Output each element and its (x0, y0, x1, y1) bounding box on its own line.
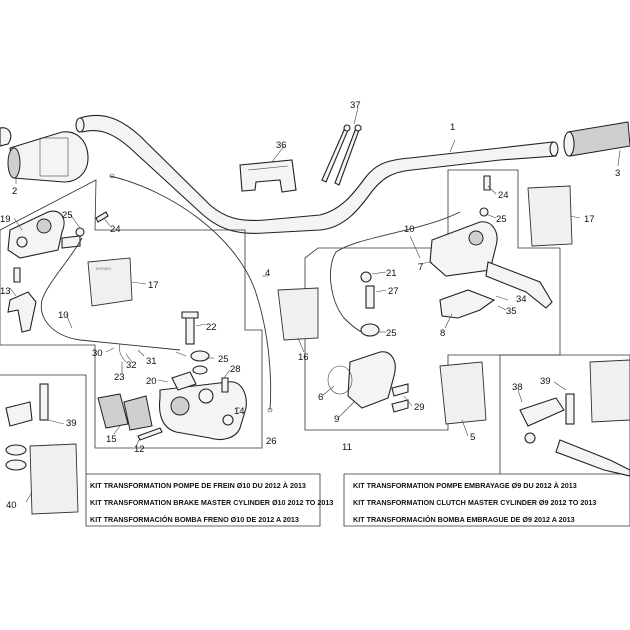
throttle-housing (0, 127, 89, 183)
brake-kit-line-en: KIT TRANSFORMATION BRAKE MASTER CYLINDER… (90, 498, 333, 507)
caliper-fittings (119, 311, 229, 393)
callout-29: 29 (414, 402, 425, 413)
callout-25-hose: 25 (386, 328, 397, 339)
callout-1: 1 (450, 122, 455, 133)
callout-28: 28 (230, 364, 241, 375)
callout-30: 30 (92, 348, 103, 359)
callout-9: 9 (334, 414, 339, 425)
clutch-kit-line-en: KIT TRANSFORMATION CLUTCH MASTER CYLINDE… (353, 498, 596, 507)
callout-13: 13 (0, 286, 11, 297)
callout-15: 15 (106, 434, 117, 445)
brake-master-cylinder (7, 210, 81, 259)
callout-14: 14 (234, 406, 245, 417)
brake-kit-line-es: KIT TRANSFORMACIÓN BOMBA FRENO Ø10 DE 20… (90, 515, 299, 524)
callout-34: 34 (516, 294, 527, 305)
callout-17-right: 17 (584, 214, 595, 225)
clutch-cable (109, 175, 272, 411)
callout-7: 7 (418, 262, 423, 273)
clutch-lever (439, 289, 496, 319)
callout-10-right: 10 (404, 224, 415, 235)
callout-24-left: 24 (110, 224, 121, 235)
brake-kit-line-fr: KIT TRANSFORMATION POMPE DE FREIN Ø10 DU… (90, 481, 306, 490)
callout-39-left: 39 (66, 418, 77, 429)
callout-25-left: 25 (62, 210, 73, 221)
brake-assembly-frame (0, 179, 263, 449)
callout-22: 22 (206, 322, 217, 333)
clutch-fittings (360, 175, 491, 337)
clutch-kit-frame (343, 354, 630, 527)
handlebar (75, 114, 559, 234)
callout-16: 16 (298, 352, 309, 363)
seal-kit-bags (277, 185, 573, 425)
clutch-kit-line-fr: KIT TRANSFORMATION POMPE EMBRAYAGE Ø9 DU… (353, 481, 577, 490)
brake-caliper (158, 371, 247, 441)
clutch-kit-parts (519, 359, 630, 477)
callout-2: 2 (12, 186, 17, 197)
callout-19: 19 (0, 214, 11, 225)
callout-6: 6 (318, 392, 323, 403)
brake-kit-caption: KIT TRANSFORMATION POMPE DE FREIN Ø10 DU… (90, 481, 333, 524)
seal-kit-bag: BREMBO (87, 257, 133, 307)
pad-pin (137, 427, 163, 441)
callout-17-left: 17 (148, 280, 159, 291)
cable-ties (321, 124, 362, 186)
top-clamp (239, 159, 297, 193)
callout-25-right: 25 (496, 214, 507, 225)
callout-5: 5 (470, 432, 475, 443)
brake-kit-parts (5, 383, 79, 515)
callout-4: 4 (265, 268, 270, 279)
brake-lever (7, 291, 37, 333)
screws-left (13, 211, 109, 283)
callout-20: 20 (146, 376, 157, 387)
clutch-kit-line-es: KIT TRANSFORMACIÓN BOMBA EMBRAGUE DE Ø9 … (353, 515, 575, 524)
callout-32: 32 (126, 360, 137, 371)
callout-38: 38 (512, 382, 523, 393)
clutch-slave-cylinder (327, 351, 409, 413)
callout-31: 31 (146, 356, 157, 367)
callout-3: 3 (615, 168, 620, 179)
brake-pads (97, 393, 153, 431)
right-grip (563, 121, 630, 157)
brake-kit-frame (0, 374, 321, 527)
callout-36: 36 (276, 140, 287, 151)
callout-23: 23 (114, 372, 125, 383)
callout-35: 35 (506, 306, 517, 317)
callouts: 1 2 3 4 5 6 7 8 9 10 10 11 12 13 14 15 1… (0, 100, 620, 511)
callout-26: 26 (266, 436, 277, 447)
callout-8: 8 (440, 328, 445, 339)
callout-10-left: 10 (58, 310, 69, 321)
callout-24-right: 24 (498, 190, 509, 201)
brake-hose (40, 237, 181, 351)
callout-21: 21 (386, 268, 397, 279)
leader-lines (9, 107, 621, 503)
callout-11: 11 (342, 442, 352, 453)
callout-40: 40 (6, 500, 17, 511)
clutch-master-cylinder (429, 221, 553, 309)
callout-37: 37 (350, 100, 361, 111)
callout-39-right: 39 (540, 376, 551, 387)
clutch-kit-caption: KIT TRANSFORMATION POMPE EMBRAYAGE Ø9 DU… (353, 481, 596, 524)
callout-27: 27 (388, 286, 399, 297)
callout-25-caliper: 25 (218, 354, 229, 365)
clutch-hose (330, 211, 461, 335)
callout-12: 12 (134, 444, 145, 455)
svg-text:BREMBO: BREMBO (96, 267, 111, 271)
